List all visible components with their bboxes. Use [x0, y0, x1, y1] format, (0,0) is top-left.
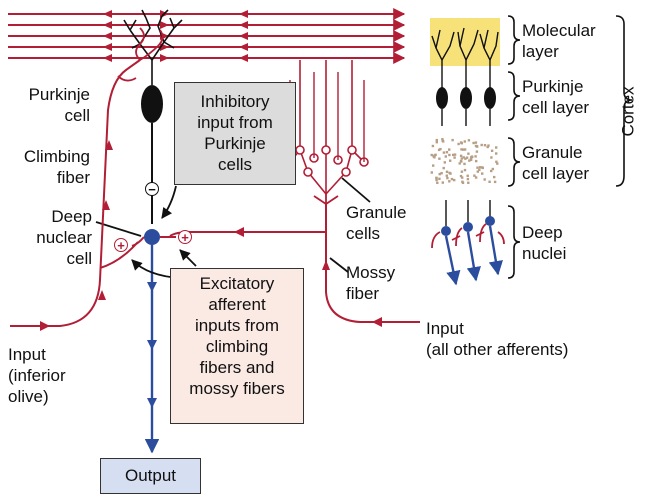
climbing-fiber-path: [10, 59, 141, 327]
inhibitory-pointer: [161, 185, 177, 219]
input-other-afferents-label: Input(all other afferents): [426, 319, 569, 359]
output-box: Output: [100, 458, 201, 494]
output-arrow-3: [147, 398, 157, 408]
climbing-fiber-wraps: [117, 27, 164, 82]
granule-layer-dots: [430, 138, 499, 184]
mossy-input-arrow: [372, 317, 382, 327]
mossy-fiber-path: [325, 204, 420, 323]
molecular-dendrites: [431, 27, 499, 88]
mossy-synapse-symbol: +: [178, 230, 192, 244]
mossy-fiber-pointer: [329, 257, 349, 273]
mossy-arrow-2: [322, 260, 330, 270]
mossy-collateral-arrow: [234, 227, 244, 237]
layer-brackets: [507, 15, 633, 279]
climbing-fiber-arrow-2: [102, 200, 110, 210]
climbing-fiber-arrow-1: [98, 290, 106, 300]
deep-nuclear-dendrite-left: [131, 236, 145, 247]
output-arrow-2: [147, 340, 157, 350]
purkinje-layer-cells: [436, 87, 496, 109]
climbing-synapse-symbol: +: [114, 238, 128, 252]
deep-nuclear-cell: [144, 229, 160, 245]
output-arrow-1: [147, 282, 157, 292]
granule-cells-pointer: [341, 177, 371, 203]
mossy-collateral: [169, 231, 326, 237]
purkinje-cell-body: [141, 85, 163, 123]
climbing-fiber-input-arrow: [40, 321, 50, 331]
climbing-fiber-arrow-3: [105, 140, 113, 150]
parallel-fibers: [8, 8, 406, 64]
granule-cells-cluster: [285, 145, 369, 177]
mossy-rosette: [313, 194, 339, 205]
inhibitory-synapse-symbol: −: [145, 182, 159, 196]
purkinje-layer-axons: [441, 109, 491, 126]
deep-nuclei-neurons: [431, 200, 505, 286]
excitatory-pointer-right: [179, 249, 197, 267]
granule-cell-axons: [289, 60, 365, 195]
